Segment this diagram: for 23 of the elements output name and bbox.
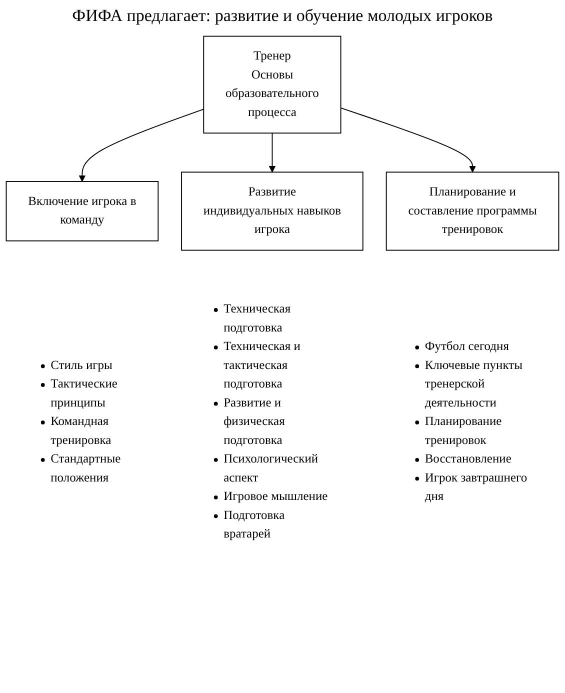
node-box: Планирование и составление программы тренировок (386, 172, 560, 251)
list-item: Стиль игры (39, 356, 121, 376)
list-item: Подготовка вратарей (212, 506, 328, 544)
list-item: Развитие и физическая подготовка (212, 394, 328, 450)
list-item: Командная тренировка (39, 412, 121, 450)
arrow (78, 108, 204, 182)
diagram-title: ФИФА предлагает: развитие и обучение молодых игроков (71, 6, 494, 26)
list-item: Игровое мышление (212, 488, 328, 506)
list-item: Тактические принципы (39, 375, 121, 413)
list-item: Стандартные положения (39, 450, 121, 488)
list-item: Планирование тренировок (414, 412, 528, 450)
list-item: Футбол сегодня (414, 338, 528, 356)
list-item: Игрок завтрашнего дня (414, 468, 528, 506)
list-item: Психологический аспект (212, 450, 328, 488)
node-box: Включение игрока в команду (6, 181, 159, 242)
list-item: Восстановление (414, 450, 528, 469)
list-item: Техническая и тактическая подготовка (212, 338, 328, 394)
list-item: Техническая подготовка (212, 300, 328, 338)
node-box: Развитие индивидуальных навыков игрока (181, 172, 364, 251)
node-box: Тренер Основы образовательного процесса (203, 36, 342, 134)
arrow (268, 132, 276, 172)
list-item: Ключевые пункты тренерской деятельности (414, 356, 528, 413)
arrow (340, 107, 476, 172)
